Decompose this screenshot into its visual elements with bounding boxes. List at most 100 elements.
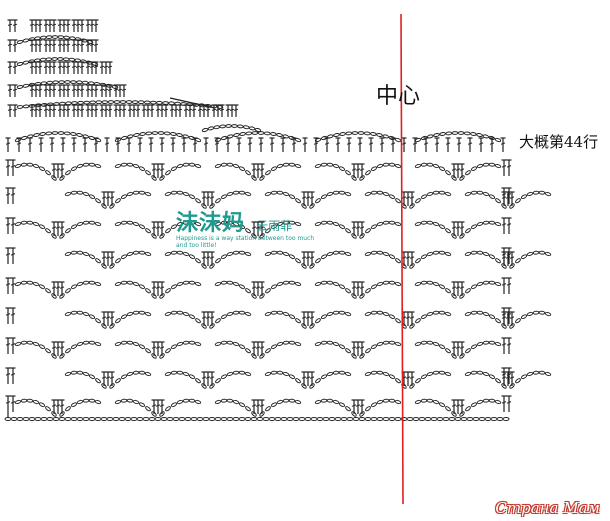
double-crochet-stitch bbox=[5, 142, 11, 145]
foundation-chain-stitch bbox=[16, 417, 24, 421]
chain-stitch bbox=[359, 411, 365, 417]
foundation-chain-stitch bbox=[166, 417, 174, 421]
chain-stitch bbox=[82, 280, 90, 285]
double-crochet-stitch bbox=[51, 65, 57, 68]
chain-stitch bbox=[482, 220, 490, 225]
chain-stitch bbox=[51, 57, 58, 61]
double-crochet-stitch bbox=[409, 196, 415, 199]
chain-stitch bbox=[145, 228, 151, 234]
chain-stitch bbox=[376, 399, 384, 405]
chain-stitch bbox=[432, 221, 440, 227]
double-crochet-stitch bbox=[149, 108, 155, 111]
double-crochet-stitch bbox=[301, 316, 307, 319]
chain-stitch bbox=[515, 258, 521, 264]
double-crochet-stitch bbox=[151, 168, 157, 171]
foundation-chain-stitch bbox=[352, 417, 360, 421]
foundation-chain-stitch bbox=[52, 417, 60, 421]
foundation-chain-stitch bbox=[214, 417, 222, 421]
chain-stitch bbox=[82, 340, 90, 345]
chain-stitch bbox=[16, 61, 24, 67]
chain-stitch bbox=[132, 399, 140, 405]
shaping-edge bbox=[169, 97, 216, 109]
chain-stitch bbox=[288, 398, 296, 403]
chain-stitch bbox=[314, 281, 322, 287]
chain-stitch bbox=[314, 341, 322, 347]
row-44-label: 大概第44行 bbox=[519, 133, 599, 151]
chain-stitch bbox=[476, 133, 483, 137]
chain-stitch bbox=[470, 284, 478, 290]
chain-stitch bbox=[114, 163, 122, 169]
chain-stitch bbox=[251, 233, 257, 239]
double-crochet-stitch bbox=[109, 196, 115, 199]
chain-stitch bbox=[254, 127, 262, 133]
chain-stitch bbox=[38, 284, 46, 290]
double-crochet-stitch bbox=[37, 108, 43, 111]
double-crochet-stitch bbox=[269, 142, 275, 145]
chain-stitch bbox=[188, 374, 196, 380]
double-crochet-stitch bbox=[10, 283, 16, 286]
foundation-chain-stitch bbox=[136, 417, 144, 421]
chain-stitch bbox=[532, 250, 540, 255]
chain-stitch bbox=[238, 310, 246, 315]
chain-stitch bbox=[382, 340, 390, 345]
chain-stitch bbox=[238, 250, 246, 255]
double-crochet-stitch bbox=[103, 88, 109, 91]
double-crochet-stitch bbox=[10, 373, 16, 376]
chain-stitch bbox=[182, 162, 190, 167]
chain-stitch bbox=[76, 80, 83, 85]
chain-stitch bbox=[409, 323, 415, 329]
chain-stitch bbox=[332, 341, 340, 347]
chain-stitch bbox=[207, 126, 215, 131]
chain-stitch bbox=[476, 221, 484, 227]
chain-stitch bbox=[51, 35, 59, 39]
chain-stitch bbox=[282, 311, 290, 317]
chain-stitch bbox=[26, 162, 34, 167]
chain-stitch bbox=[476, 370, 484, 375]
chain-stitch bbox=[270, 402, 278, 408]
chain-stitch bbox=[288, 280, 296, 285]
chain-stitch bbox=[376, 341, 384, 347]
chain-stitch bbox=[482, 371, 490, 377]
chain-stitch bbox=[488, 340, 496, 345]
double-crochet-stitch bbox=[61, 108, 67, 111]
chain-stitch bbox=[476, 281, 484, 287]
foundation-chain-stitch bbox=[364, 417, 372, 421]
chain-stitch bbox=[432, 250, 440, 255]
double-crochet-stitch bbox=[33, 23, 39, 26]
chain-stitch bbox=[288, 194, 296, 200]
chain-stitch bbox=[420, 280, 428, 285]
chain-stitch bbox=[388, 254, 396, 260]
chain-stitch bbox=[214, 399, 222, 405]
chain-stitch bbox=[226, 191, 234, 197]
double-crochet-stitch bbox=[5, 193, 11, 196]
chain-stitch bbox=[294, 137, 302, 143]
double-crochet-stitch bbox=[10, 343, 16, 346]
chain-stitch bbox=[39, 132, 46, 136]
chain-stitch bbox=[238, 344, 246, 350]
chain-stitch bbox=[32, 399, 40, 405]
chain-stitch bbox=[438, 344, 446, 350]
chain-stitch bbox=[445, 131, 453, 136]
double-crochet-stitch bbox=[183, 108, 189, 111]
double-crochet-stitch bbox=[501, 223, 507, 226]
chain-stitch bbox=[414, 399, 422, 405]
chain-stitch bbox=[109, 383, 115, 389]
chain-stitch bbox=[232, 310, 240, 315]
chain-stitch bbox=[120, 374, 128, 380]
foundation-chain-stitch bbox=[304, 417, 312, 421]
double-crochet-stitch bbox=[309, 376, 315, 379]
chain-stitch bbox=[376, 190, 384, 195]
double-crochet-stitch bbox=[47, 43, 53, 46]
chain-stitch bbox=[464, 311, 472, 317]
double-crochet-stitch bbox=[155, 226, 161, 229]
chain-stitch bbox=[65, 101, 72, 106]
chain-stitch bbox=[126, 280, 134, 285]
chain-stitch bbox=[432, 370, 440, 375]
chain-stitch bbox=[137, 100, 145, 105]
double-crochet-stitch bbox=[434, 142, 440, 145]
chain-stitch bbox=[259, 411, 265, 417]
double-crochet-stitch bbox=[455, 226, 461, 229]
chain-stitch bbox=[444, 191, 452, 197]
chain-stitch bbox=[432, 310, 440, 315]
double-crochet-stitch bbox=[478, 142, 484, 145]
